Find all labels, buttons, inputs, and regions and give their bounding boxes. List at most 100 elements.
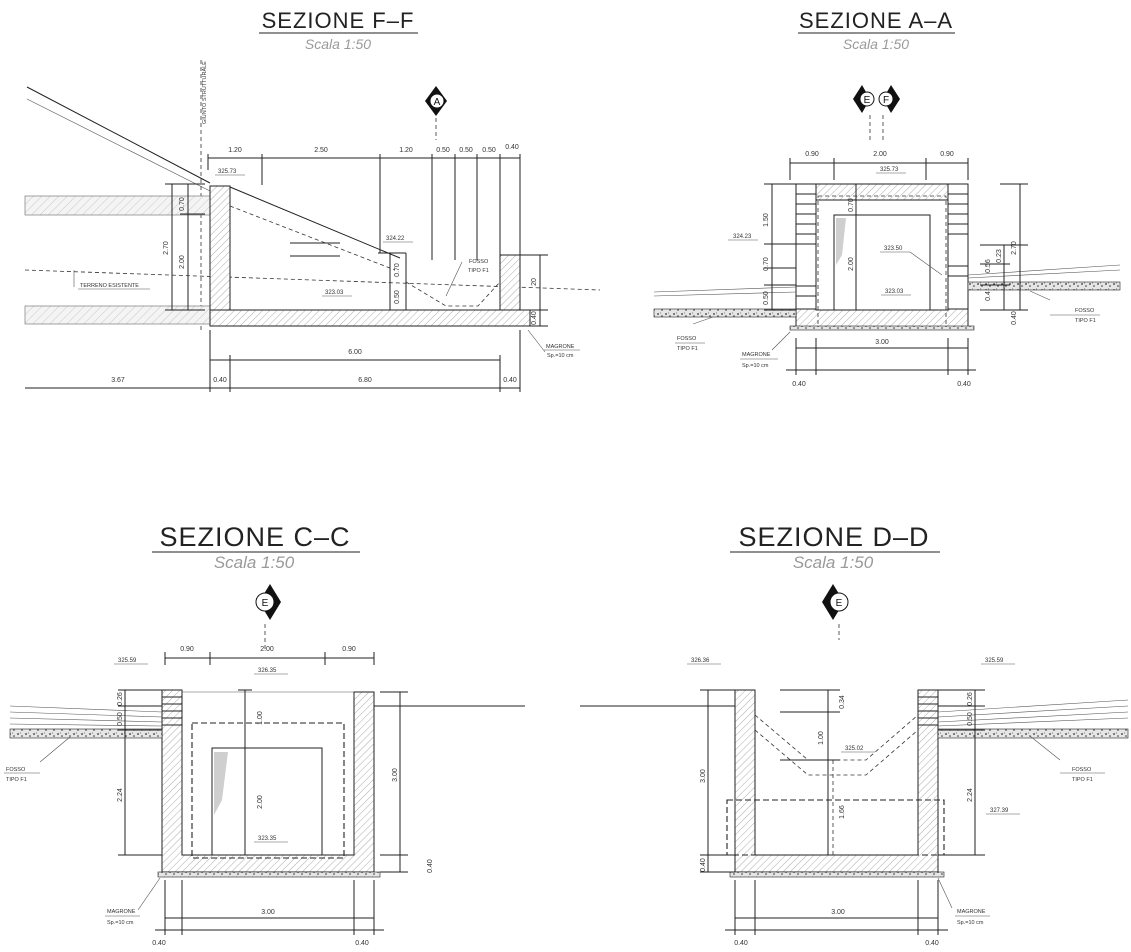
fosso-leader (445, 261, 463, 297)
dim-label: 0.40 (213, 377, 227, 384)
dim-label: 0.40 (505, 144, 519, 151)
dim-label: 2.70 (163, 241, 170, 255)
section-marker-e: E (822, 584, 849, 640)
elevation-label: 323.03 (885, 289, 904, 295)
magrone-leader (937, 877, 953, 909)
section-cc-title: SEZIONE C–C (159, 522, 350, 552)
dim-label: 0.90 (180, 646, 194, 653)
section-marker-e: E (255, 584, 281, 650)
dim-label: 2.24 (967, 788, 974, 802)
ditch-profile (754, 729, 919, 776)
dim-label: 2.00 (260, 646, 274, 653)
dim-label: 0.23 (996, 249, 1003, 263)
dim-label: 0.50 (394, 290, 401, 304)
elevation-label: 326.35 (258, 668, 277, 674)
dim-label: 2.00 (179, 255, 186, 269)
elevation-label: 325.02 (845, 746, 864, 752)
dim-label: 1.00 (257, 711, 264, 725)
embankment-dashed (229, 205, 396, 271)
dim-label: 0.40 (957, 381, 971, 388)
dim-label: 1.20 (228, 147, 242, 154)
step-lines-left (796, 193, 816, 297)
marker-e-label: E (836, 598, 843, 609)
dim-label: 2.00 (257, 795, 264, 809)
elevation-label: 325.73 (880, 167, 899, 173)
dim-label: 0.40 (1011, 311, 1018, 325)
dim-label: 1.50 (763, 213, 770, 227)
fosso-label: FOSSO (1075, 308, 1095, 314)
dim-label: 2.00 (848, 257, 855, 271)
elevation-label: 325.59 (118, 658, 137, 664)
u-channel (734, 689, 939, 873)
fosso-label: FOSSO (1072, 767, 1092, 773)
elevation-label: 323.03 (325, 290, 344, 296)
dim-label: 20 (531, 278, 538, 286)
box-dashed-outline (191, 722, 345, 859)
elevation-label: 324.22 (386, 236, 405, 242)
magrone-label: MAGRONE (546, 344, 575, 350)
magrone-label: MAGRONE (742, 352, 771, 358)
section-aa-title: SEZIONE A–A (799, 8, 953, 33)
dim-label: 2.70 (1011, 241, 1018, 255)
magrone-layer (729, 871, 945, 878)
dim-label: 1.00 (818, 731, 825, 745)
wall-left (209, 185, 231, 327)
dim-label: 0.90 (805, 151, 819, 158)
elevation-label: 327.39 (990, 808, 1009, 814)
magrone-leader (137, 877, 161, 911)
marker-e-label: E (262, 598, 269, 609)
fosso-label: FOSSO (469, 259, 489, 265)
dim-label: 6.80 (358, 377, 372, 384)
dim-label: 2.50 (314, 147, 328, 154)
section-cc-scale: Scala 1:50 (214, 553, 295, 572)
box-inner-opening (833, 214, 931, 311)
section-cc: SEZIONE C–C Scala 1:50 E 0.90 2.00 0.90 (4, 522, 525, 947)
magrone-leader (527, 329, 546, 353)
magrone-layer (789, 325, 975, 331)
joint-axis-label: GIUNTO STRUTTURALE (202, 61, 208, 124)
dim-label: 0.50 (967, 712, 974, 726)
fosso-leader (1029, 290, 1051, 301)
ground-line (967, 269, 1121, 279)
dim-label: 1.66 (839, 805, 846, 819)
ditch-profile (754, 714, 919, 761)
tipo-label: TIPO F1 (1075, 318, 1096, 324)
fosso-label: FOSSO (6, 767, 26, 773)
box-section (795, 183, 969, 329)
embankment-line (26, 86, 211, 184)
section-ff-scale: Scala 1:50 (305, 36, 371, 52)
section-dd: SEZIONE D–D Scala 1:50 E (580, 522, 1129, 947)
fosso-leader (692, 316, 714, 325)
ground-lines (937, 699, 1129, 727)
elevation-label: 325.59 (985, 658, 1004, 664)
fosso-leader (39, 736, 71, 763)
dim-label: 0.40 (503, 377, 517, 384)
gravel-layer (967, 281, 1121, 291)
dim-label: 0.26 (967, 692, 974, 706)
tipo-label: TIPO F1 (6, 777, 27, 783)
dim-label: 2.00 (873, 151, 887, 158)
section-ff-title: SEZIONE F–F (262, 8, 415, 33)
dim-label: 3.00 (392, 768, 399, 782)
magrone-layer (157, 871, 381, 878)
tipo-label: TIPO F1 (677, 346, 698, 352)
step-lines (918, 696, 938, 726)
dim-label: 1.20 (399, 147, 413, 154)
elevation-label: 326.36 (691, 658, 710, 664)
dim-label: 3.00 (831, 909, 845, 916)
step-block-right (947, 183, 969, 310)
sp-label: Sp.=10 cm (547, 353, 574, 359)
box-inner-opening (211, 747, 323, 856)
dim-label: 0.50 (482, 147, 496, 154)
dim-label: 3.67 (111, 377, 125, 384)
marker-e-label: E (864, 95, 871, 106)
step-lines-right (948, 193, 968, 277)
ground-lines (9, 705, 163, 727)
dim-label: 0.26 (117, 692, 124, 706)
section-marker-a: A (425, 86, 447, 140)
section-ff: SEZIONE F–F Scala 1:50 A GIUNTO STRUTTUR… (24, 8, 601, 392)
section-dd-scale: Scala 1:50 (793, 553, 874, 572)
ground-line (653, 291, 797, 297)
gravel-layer (937, 728, 1129, 739)
